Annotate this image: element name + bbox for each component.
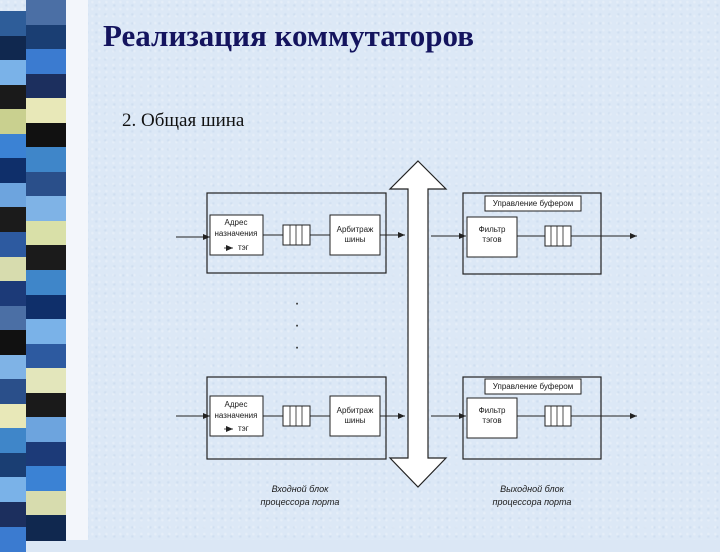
queue-icon [283,225,310,245]
tag-label: тэг [238,243,249,252]
filter-label-line1: Фильтр [479,406,506,415]
output-block-bottom: Управление буфером Фильтр тэгов [431,377,637,459]
caption-input-line2: процессора порта [261,497,340,507]
bus-switch-diagram: Адрес назначения тэг Арбитраж шины Управ… [0,0,720,540]
tag-label: тэг [238,424,249,433]
arbiter-label-line2: шины [344,416,365,425]
buffer-control-label: Управление буфером [493,199,573,208]
arbiter-label-line1: Арбитраж [337,406,374,415]
queue-icon [283,406,310,426]
ellipsis-dot-2: · [294,317,299,334]
filter-label-line2: тэгов [482,416,501,425]
queue-icon [545,406,571,426]
input-block-bottom: Адрес назначения тэг Арбитраж шины [176,377,405,459]
queue-icon [545,226,571,246]
shared-bus-arrow [390,161,446,487]
caption-output-line1: Выходной блок [500,484,564,494]
caption-input-line1: Входной блок [272,484,329,494]
input-block-top: Адрес назначения тэг Арбитраж шины [176,193,405,273]
ellipsis-dot-3: · [294,339,299,356]
caption-output-line2: процессора порта [493,497,572,507]
output-block-top: Управление буфером Фильтр тэгов [431,193,637,274]
arbiter-label-line2: шины [344,235,365,244]
arbiter-label-line1: Арбитраж [337,225,374,234]
buffer-control-label: Управление буфером [493,382,573,391]
address-label-line1: Адрес [225,218,248,227]
address-label-line2: назначения [215,229,258,238]
filter-label-line2: тэгов [482,235,501,244]
filter-label-line1: Фильтр [479,225,506,234]
address-label-line1: Адрес [225,400,248,409]
address-label-line2: назначения [215,411,258,420]
ellipsis-dot-1: · [294,295,299,312]
